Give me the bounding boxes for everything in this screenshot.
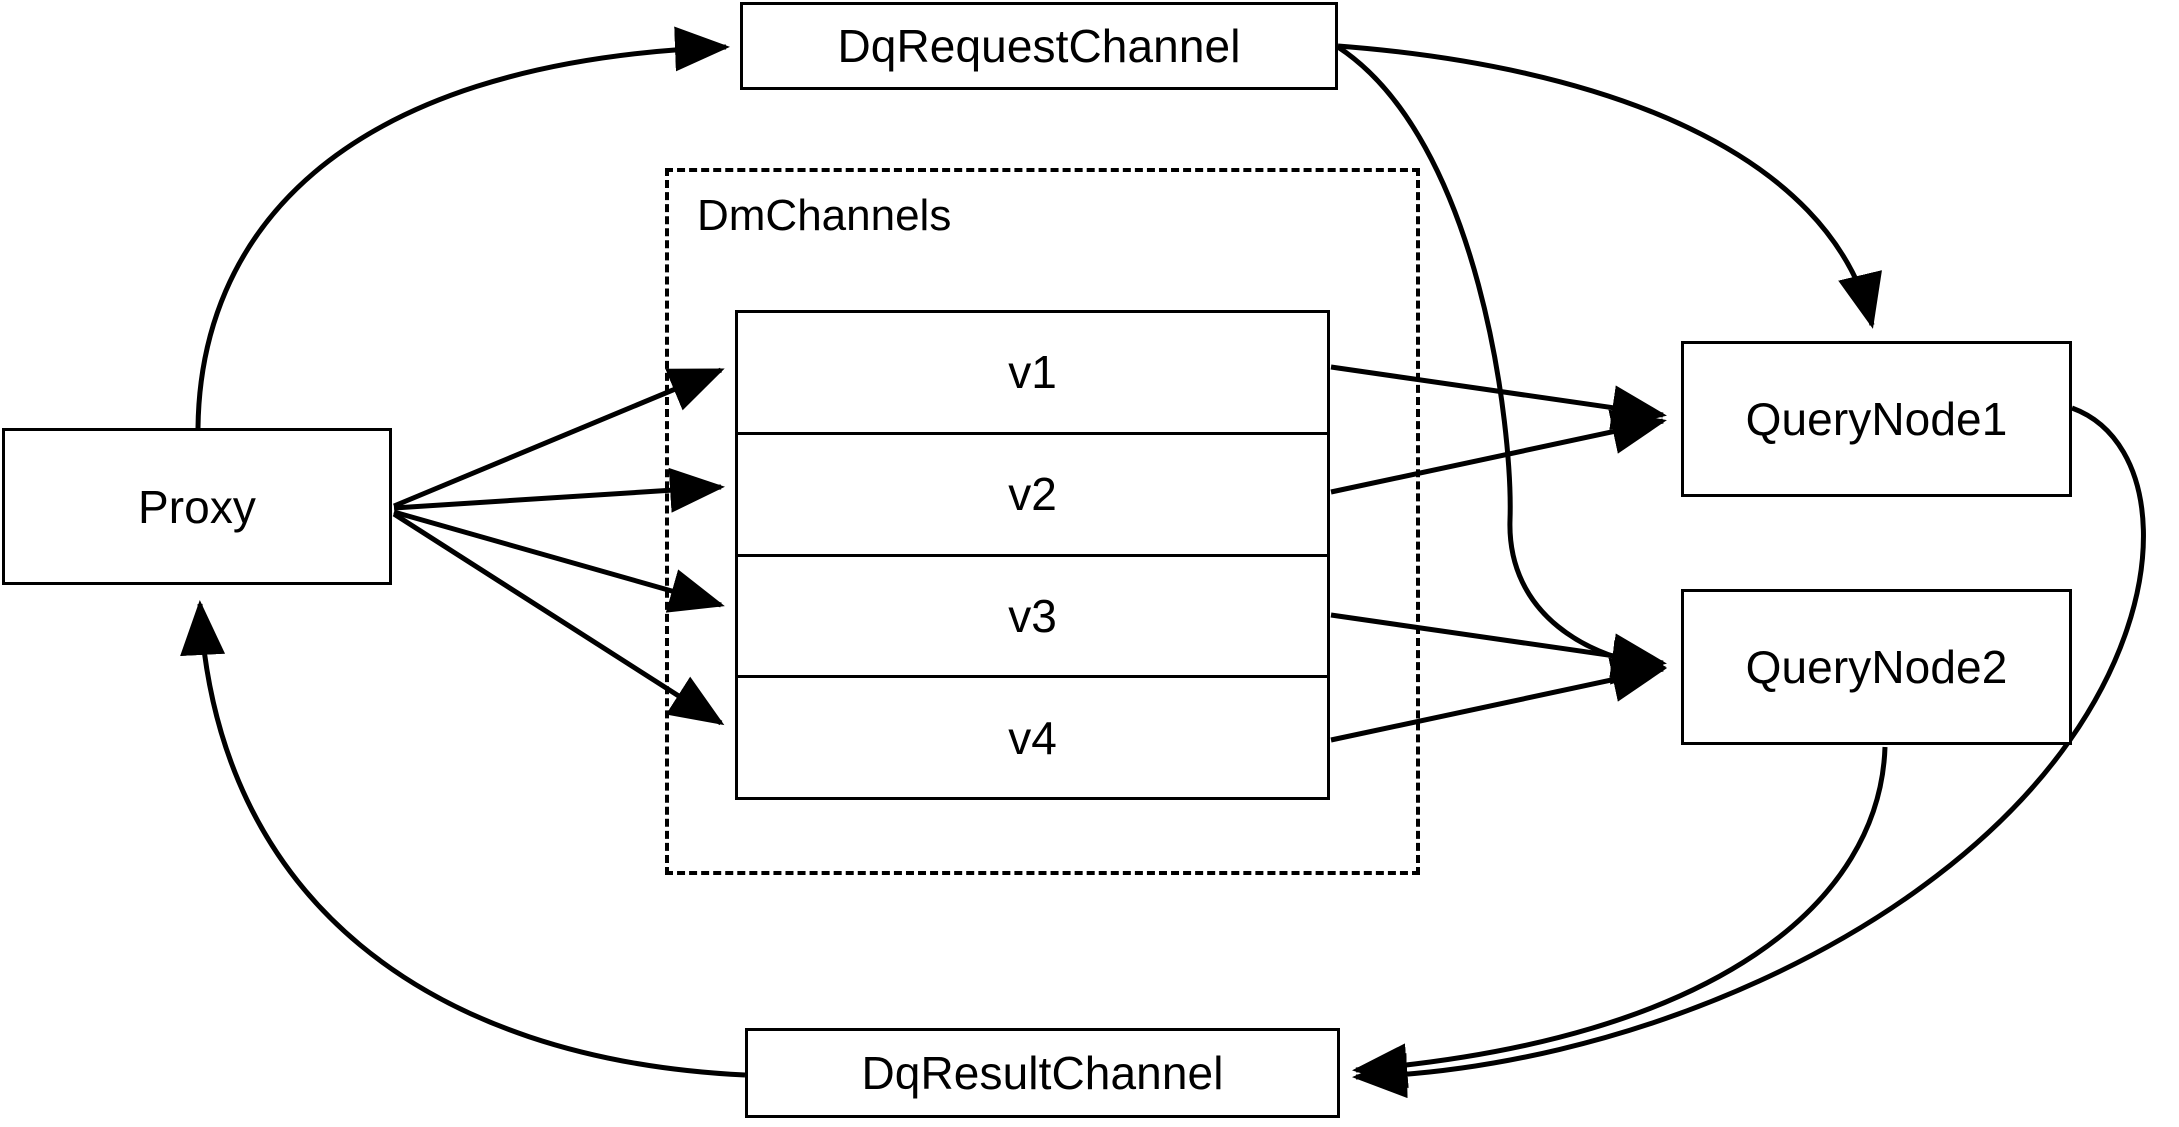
edge-querynode2-to-dqresultchannel [1352,746,1888,1089]
edge-querynode1-to-dqresultchannel [1352,405,2146,1099]
vchannel-label: v3 [1008,589,1057,642]
edge-dqrequestchannel-to-querynode2 [1336,44,1667,685]
edge-v3-to-querynode2 [1330,612,1667,678]
vchannel-stack: v1 v2 v3 v4 [735,310,1330,800]
dmchannels-group-label: DmChannels [697,191,952,240]
node-dq-request-channel-label: DqRequestChannel [837,20,1241,72]
vchannel-row-v1[interactable]: v1 [738,313,1327,435]
node-dq-result-channel-label: DqResultChannel [861,1047,1224,1099]
dmchannels-group: DmChannels [665,168,1420,875]
node-query-node-1[interactable]: QueryNode1 [1681,341,2072,497]
node-query-node-2[interactable]: QueryNode2 [1681,589,2072,745]
node-proxy[interactable]: Proxy [2,428,392,585]
vchannel-label: v1 [1008,346,1057,399]
node-dq-result-channel[interactable]: DqResultChannel [745,1028,1340,1118]
vchannel-row-v3[interactable]: v3 [738,556,1327,679]
edge-proxy-to-dqrequestchannel [195,26,730,429]
vchannel-row-v4[interactable]: v4 [738,678,1327,797]
edge-v1-to-querynode1 [1330,364,1667,430]
vchannel-label: v2 [1008,468,1057,521]
node-query-node-1-label: QueryNode1 [1745,393,2008,445]
node-query-node-2-label: QueryNode2 [1745,641,2008,693]
edge-v2-to-querynode1 [1330,409,1667,495]
vchannel-label: v4 [1008,711,1057,764]
edge-dqresultchannel-to-proxy [180,600,746,1078]
vchannel-row-v2[interactable]: v2 [738,434,1327,557]
edge-dqrequestchannel-to-querynode1 [1337,43,1882,329]
edge-v4-to-querynode2 [1330,657,1667,743]
node-proxy-label: Proxy [137,480,257,533]
node-dq-request-channel[interactable]: DqRequestChannel [740,2,1338,90]
